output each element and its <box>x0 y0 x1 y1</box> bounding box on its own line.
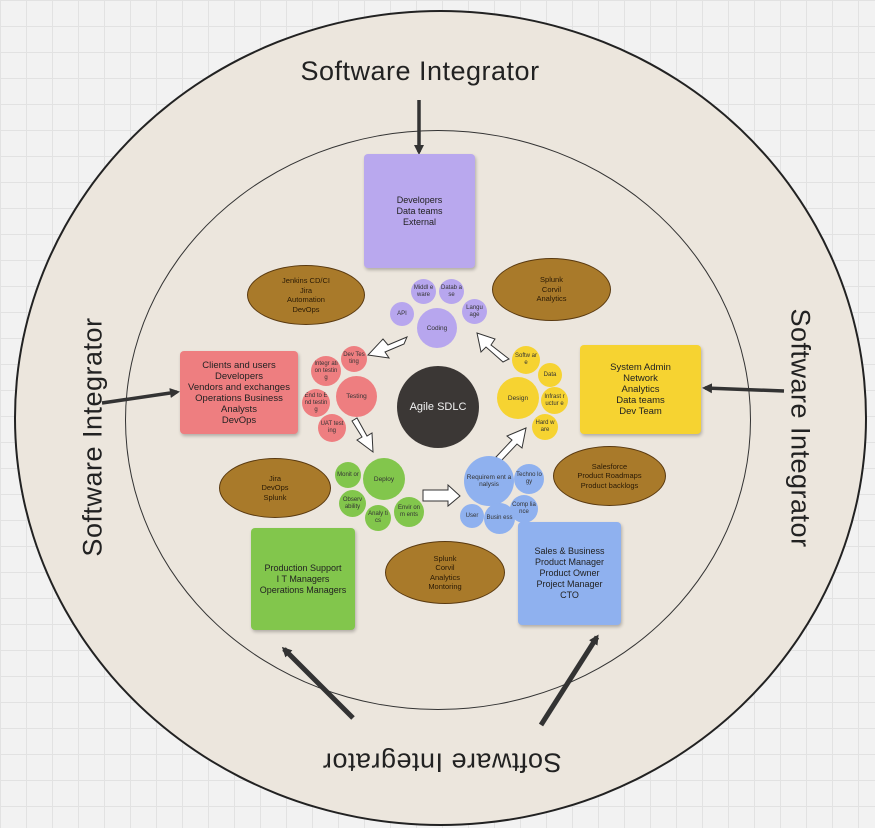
sub-end-to-end-testing: End to End testing <box>302 389 330 417</box>
box-system-admin-line: Network <box>623 373 658 384</box>
box-system-admin-line: Analytics <box>621 384 660 395</box>
flow-arrow-deploy-requirement <box>422 483 461 508</box>
tools-jira-line: Splunk <box>263 492 287 502</box>
tools-salesforce-line: Product Roadmaps <box>577 471 642 481</box>
phase-deploy: Deploy <box>363 458 405 500</box>
tools-jira-line: Jira <box>268 473 282 483</box>
sub-software: Softw are <box>512 346 540 374</box>
sub-middleware: Middl eware <box>411 279 436 304</box>
phase-testing: Testing <box>336 376 377 417</box>
sub-business: Busin ess <box>484 503 515 534</box>
sub-hardware: Hard ware <box>532 414 558 440</box>
label-software-integrator-top: Software Integrator <box>300 56 540 86</box>
sub-uat-testing: UAT testing <box>318 414 346 442</box>
flow-arrow-design-coding <box>476 332 510 363</box>
box-developers-line: Data teams <box>396 205 443 216</box>
box-developers-line: External <box>402 216 437 227</box>
flow-arrow-requirement-design <box>495 427 527 462</box>
box-system-admin-line: Data teams <box>616 395 665 406</box>
sub-data: Data <box>538 363 562 387</box>
sub-language: Langu age <box>462 299 487 324</box>
sub-api: API <box>390 302 414 326</box>
box-production-support: Production Support I T Managers Operatio… <box>251 528 355 630</box>
box-sales-business: Sales & Business Product Manager Product… <box>518 522 621 625</box>
tools-jenkins-line: Jenkins CD/CI <box>282 276 330 285</box>
tools-splunk-bottom-line: Montoring <box>428 582 462 591</box>
box-sales-line: Product Manager <box>534 557 605 567</box>
arrow-bottom-right <box>538 634 600 727</box>
box-clients-users: Clients and users Developers Vendors and… <box>180 351 298 434</box>
arrow-right <box>702 383 785 394</box>
tools-splunk-bottom: Splunk Corvil Analytics Montoring <box>385 541 505 604</box>
tools-splunk-top-line: Splunk <box>540 275 563 285</box>
box-clients-line: Analysts <box>221 403 257 415</box>
sub-analytics: Analy tics <box>365 505 391 531</box>
phase-design: Design <box>497 377 539 419</box>
inner-ring <box>125 130 751 710</box>
box-system-admin-line: Dev Team <box>619 406 662 417</box>
box-clients-line: Clients and users <box>202 359 276 371</box>
sub-user: User <box>460 504 484 528</box>
box-sales-line: CTO <box>560 590 579 600</box>
sub-monitor: Monit or <box>335 462 361 488</box>
tools-splunk-bottom-line: Analytics <box>429 572 460 582</box>
tools-splunk-bottom-line: Corvil <box>435 563 455 572</box>
tools-salesforce-line: Salesforce <box>591 461 628 471</box>
box-developers-line: Developers <box>396 194 443 205</box>
box-system-admin-line: System Admin <box>610 362 671 373</box>
box-sales-line: Product Owner <box>539 568 600 578</box>
box-clients-line: Developers <box>214 370 264 382</box>
flow-arrow-coding-testing <box>366 336 408 359</box>
box-sales-line: Project Manager <box>536 579 603 589</box>
sub-database: Datab ase <box>439 279 464 304</box>
tools-splunk-top-line: Analytics <box>536 294 567 304</box>
tools-splunk-top-line: Corvil <box>541 284 562 294</box>
box-clients-line: DevOps <box>221 414 257 426</box>
tools-jenkins-line: Jira <box>299 285 313 295</box>
box-production-line: Operations Managers <box>259 584 347 595</box>
phase-coding: Coding <box>417 308 457 348</box>
tools-jenkins: Jenkins CD/CI Jira Automation DevOps <box>247 265 365 325</box>
tools-salesforce-line: Product backlogs <box>580 480 639 490</box>
phase-requirement-analysis: Requirem ent analysis <box>464 456 514 506</box>
arrow-left <box>101 388 180 405</box>
tools-jira-line: DevOps <box>261 483 289 493</box>
tools-jenkins-line: DevOps <box>292 304 320 314</box>
tools-jira: Jira DevOps Splunk <box>219 458 331 518</box>
flow-arrow-testing-deploy <box>351 417 374 454</box>
box-system-admin: System Admin Network Analytics Data team… <box>580 345 701 434</box>
box-sales-line: Sales & Business <box>534 546 605 556</box>
sub-infrastructure: Infrast ructur e <box>541 387 568 414</box>
sub-dev-testing: Dev Testing <box>341 346 367 372</box>
box-developers: Developers Data teams External <box>364 154 475 268</box>
sub-environments: Envir onm ents <box>394 497 424 527</box>
tools-splunk-bottom-line: Splunk <box>433 553 457 563</box>
center-agile-sdlc: Agile SDLC <box>397 366 479 448</box>
box-production-line: I T Managers <box>276 573 330 584</box>
box-production-line: Production Support <box>264 562 342 573</box>
tools-splunk-top: Splunk Corvil Analytics <box>492 258 611 321</box>
box-clients-line: Vendors and exchanges <box>188 381 290 393</box>
sub-technology: Techno logy <box>514 464 544 494</box>
box-clients-line: Operations Business <box>195 392 283 404</box>
tools-jenkins-line: Automation <box>287 295 325 304</box>
tools-salesforce: Salesforce Product Roadmaps Product back… <box>553 446 666 506</box>
sub-observability: Observ ability <box>339 490 366 517</box>
sub-integration-testing: Integr ation testing <box>311 356 341 386</box>
arrow-bottom-left <box>281 646 355 720</box>
